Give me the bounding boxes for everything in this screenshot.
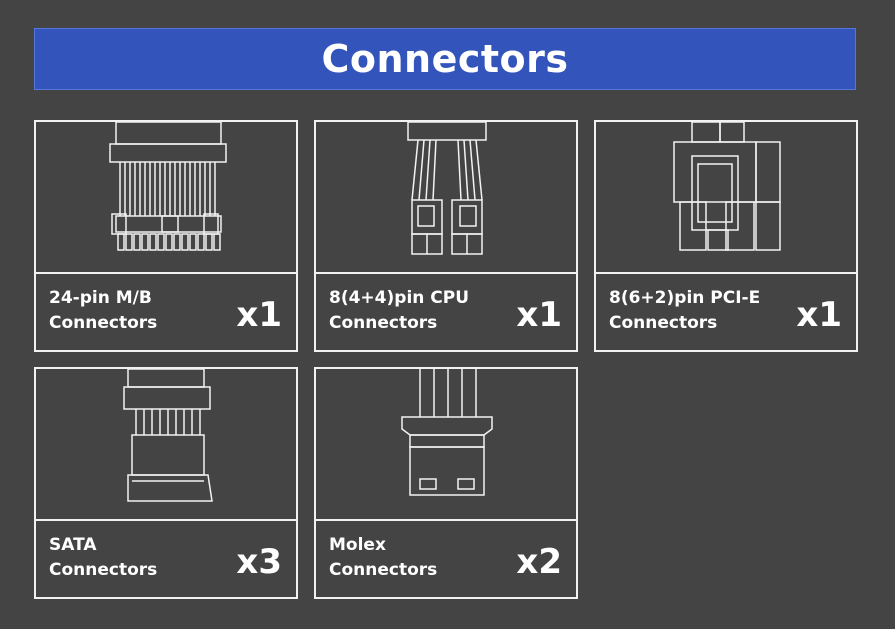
connector-label: SATA Connectors: [49, 533, 157, 583]
connector-label: 8(6+2)pin PCI-E Connectors: [609, 286, 760, 336]
connector-count: x1: [236, 295, 282, 335]
connector-name: 24-pin M/B: [49, 288, 152, 308]
connector-subtitle: Connectors: [329, 560, 438, 580]
connector-card-molex: Molex Connectors x2: [314, 367, 578, 599]
connector-count: x3: [236, 542, 282, 582]
molex-connector-icon: [316, 369, 576, 521]
connector-card-24pin: 24-pin M/B Connectors x1: [34, 120, 298, 352]
connector-label: 8(4+4)pin CPU Connectors: [329, 286, 469, 336]
connector-name: 8(4+4)pin CPU: [329, 288, 470, 308]
connector-card-cpu: 8(4+4)pin CPU Connectors x1: [314, 120, 578, 352]
connector-label: Molex Connectors: [329, 533, 437, 583]
cpu-8pin-connector-icon: [316, 122, 576, 274]
connector-card-sata: SATA Connectors x3: [34, 367, 298, 599]
connector-count: x1: [796, 295, 842, 335]
connector-subtitle: Connectors: [49, 313, 158, 333]
connector-subtitle: Connectors: [329, 313, 438, 333]
atx-24pin-connector-icon: [36, 122, 296, 274]
connector-count: x1: [516, 295, 562, 335]
page-title: Connectors: [321, 37, 569, 81]
connector-subtitle: Connectors: [609, 313, 718, 333]
connector-label: 24-pin M/B Connectors: [49, 286, 157, 336]
connector-name: SATA: [49, 535, 97, 555]
title-banner: Connectors: [34, 28, 856, 90]
connector-card-pcie: 8(6+2)pin PCI-E Connectors x1: [594, 120, 858, 352]
connector-name: Molex: [329, 535, 386, 555]
connector-subtitle: Connectors: [49, 560, 158, 580]
connector-name: 8(6+2)pin PCI-E: [609, 288, 761, 308]
connector-count: x2: [516, 542, 562, 582]
sata-connector-icon: [36, 369, 296, 521]
pcie-8pin-connector-icon: [596, 122, 856, 274]
